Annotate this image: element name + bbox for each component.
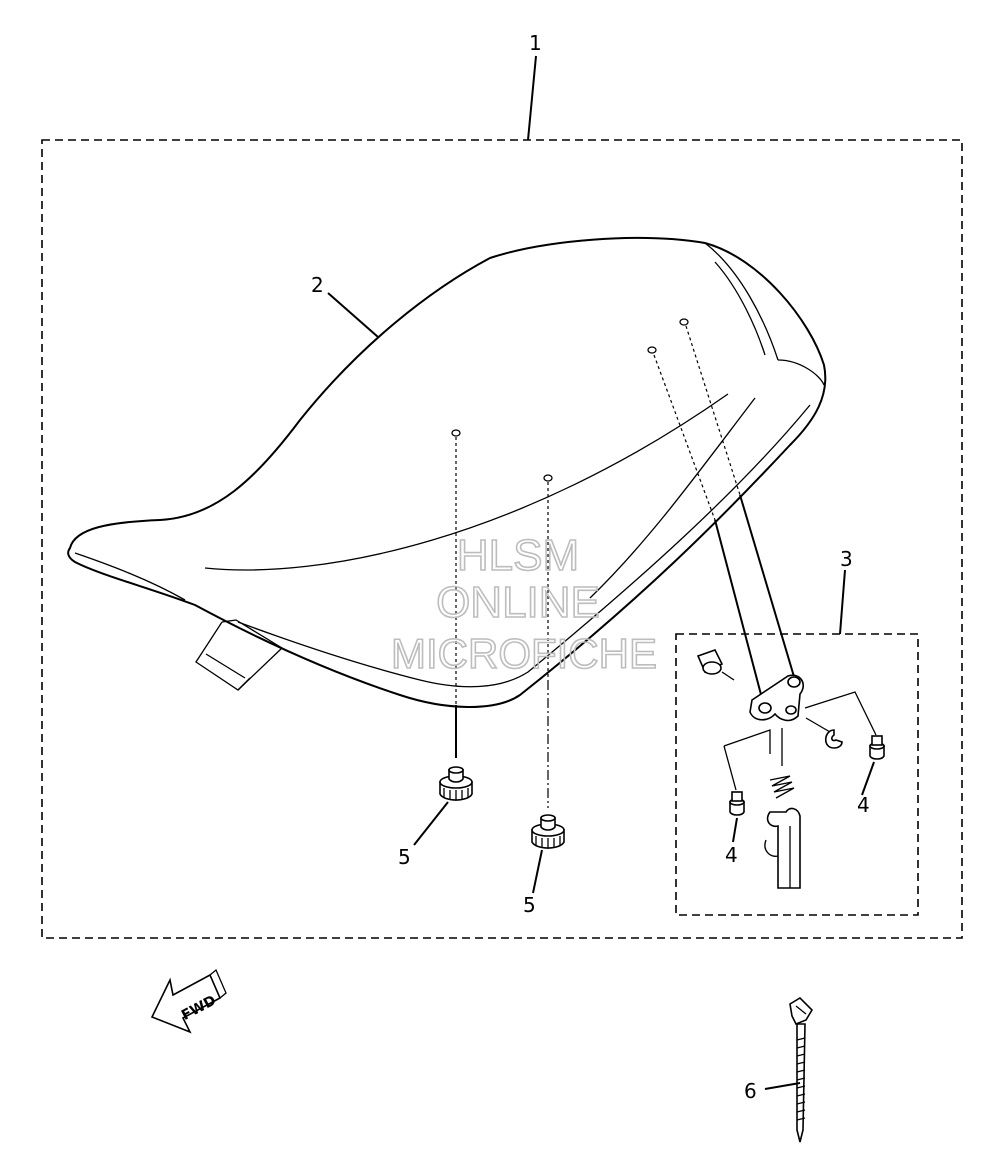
lock-assembly-frame: [675, 633, 919, 916]
callout-4b: 4: [725, 843, 738, 867]
leader-3: [839, 569, 846, 635]
callout-5b: 5: [523, 893, 536, 917]
svg-text:MICROFICHE: MICROFICHE: [391, 630, 657, 677]
mount-hole: [647, 346, 657, 354]
callout-4a: 4: [857, 793, 870, 817]
callout-5a: 5: [398, 845, 411, 869]
grommet-part-5: [531, 814, 565, 849]
cable-tie-part-6: [789, 996, 814, 1143]
mount-hole: [451, 429, 461, 437]
watermark: HLSM ONLINE MICROFICHE: [390, 530, 658, 678]
callout-1: 1: [529, 31, 542, 55]
assembly-line: [685, 325, 741, 496]
fwd-arrow-icon: FWD: [150, 968, 227, 1034]
callout-6: 6: [744, 1079, 757, 1103]
assembly-line: [653, 354, 716, 521]
assembly-frame: [41, 139, 963, 939]
svg-text:ONLINE: ONLINE: [436, 578, 600, 627]
mount-hole: [543, 474, 553, 482]
mount-hole: [679, 318, 689, 326]
leader-6: [764, 1082, 801, 1090]
grommet-part-5: [439, 766, 473, 801]
callout-2: 2: [311, 273, 324, 297]
seat-lock-assembly: [696, 649, 885, 889]
seat: [67, 237, 827, 708]
leader-4a: [861, 761, 875, 796]
leader-5b: [532, 849, 543, 894]
assembly-line: [714, 519, 765, 707]
callout-3: 3: [840, 547, 853, 571]
leader-2: [327, 292, 379, 338]
leader-4b: [732, 817, 738, 843]
leader-5a: [413, 801, 449, 846]
leader-1: [527, 55, 537, 141]
assembly-line: [739, 494, 796, 681]
svg-text:HLSM: HLSM: [457, 531, 579, 580]
